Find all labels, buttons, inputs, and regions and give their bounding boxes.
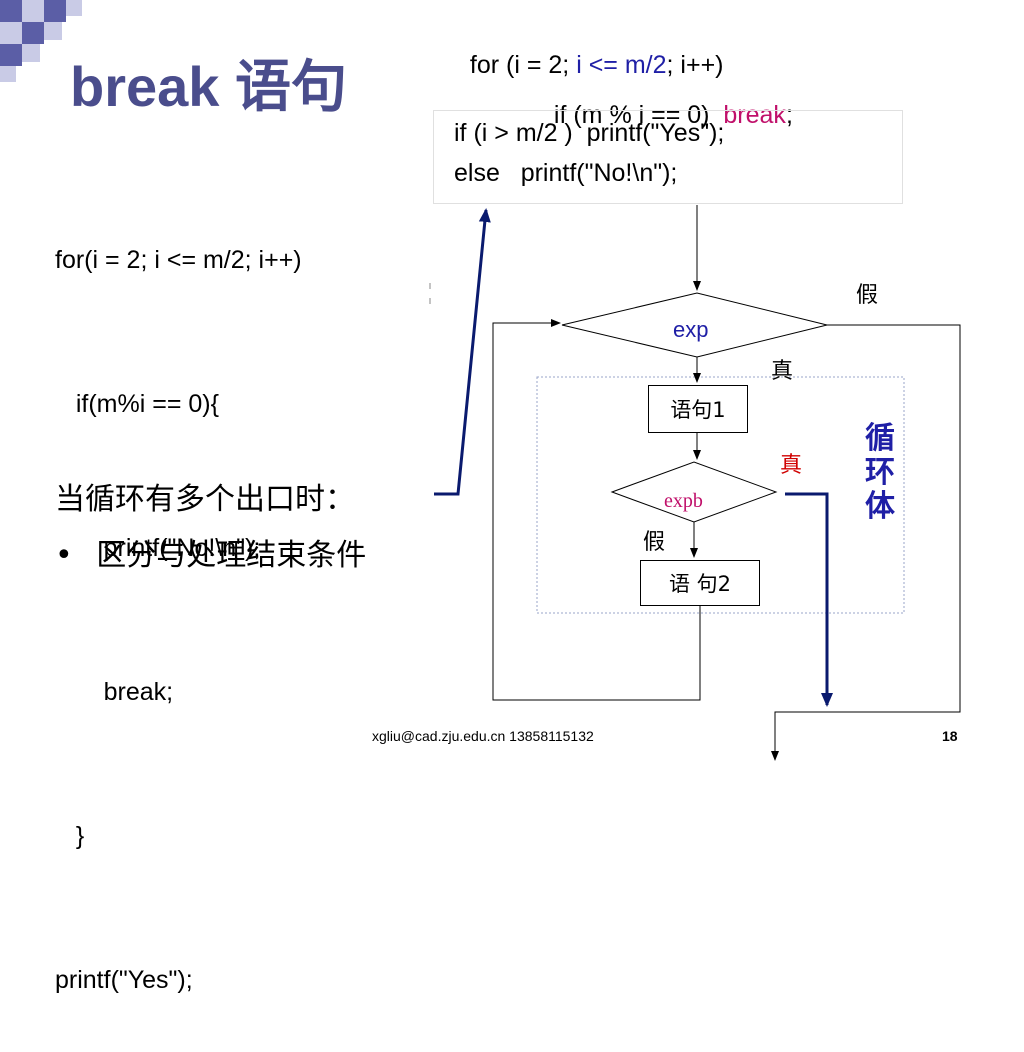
exp-label: exp <box>673 317 709 342</box>
loop-body-region <box>536 376 905 614</box>
code-line: printf("No!\n"); <box>55 534 261 562</box>
callout-line2: else printf("No!\n"); <box>454 159 678 187</box>
loop-back-arrow <box>492 319 701 701</box>
bullet-text: 区分与处理结束条件 <box>96 538 367 573</box>
code-line: printf("Yes"); <box>55 966 193 994</box>
break-arrow <box>785 492 833 707</box>
title-cn: 语句 <box>235 55 347 120</box>
code-callout-box: if (i > m/2 ) printf("Yes"); else printf… <box>433 110 903 204</box>
title-keyword: break <box>70 55 220 118</box>
code-line: break; <box>55 678 174 706</box>
code-line: if(m%i == 0){ <box>55 390 219 418</box>
corner-decoration <box>0 0 90 90</box>
bullet-item: • 区分与处理结束条件 <box>55 530 366 574</box>
top-code-line2-post: ; <box>785 101 793 129</box>
note-arrow <box>434 208 491 496</box>
flowchart-diagram <box>429 205 961 761</box>
code-line: } <box>55 822 85 850</box>
true-label-exp: 真 <box>771 359 794 384</box>
multi-exit-note: 当循环有多个出口时： <box>55 482 355 517</box>
top-code-line1: for (i = 2; i <= m/2; i++) <box>456 22 724 80</box>
top-code-line1-pre: for (i = 2; <box>469 51 577 79</box>
top-code-line2-highlight: break <box>723 101 786 129</box>
expb-label: expb <box>664 490 703 512</box>
statement2-box: 语 句2 <box>640 560 760 606</box>
false-label-exp: 假 <box>856 283 879 308</box>
bullet-mark: • <box>55 538 73 573</box>
top-code-line1-post: ; i++) <box>666 51 724 79</box>
top-code-line1-highlight: i <= m/2 <box>576 51 667 79</box>
false-label-expb: 假 <box>643 530 666 555</box>
page-number: 18 <box>942 728 958 744</box>
callout-line1: if (i > m/2 ) printf("Yes"); <box>454 119 725 147</box>
top-code-line2: if (m % i == 0) break; <box>540 72 793 130</box>
code-line: for(i = 2; i <= m/2; i++) <box>55 246 302 274</box>
expb-diamond <box>610 461 778 523</box>
true-label-expb: 真 <box>780 453 803 478</box>
footer-contact: xgliu@cad.zju.edu.cn 13858115132 <box>372 728 594 744</box>
loop-body-label: 循 环 体 <box>865 421 895 524</box>
slide-title: break 语句 <box>70 42 347 123</box>
exit-arrow <box>771 324 961 761</box>
statement1-box: 语句1 <box>648 385 748 433</box>
top-code-line2-pre: if (m % i == 0) <box>553 101 724 129</box>
